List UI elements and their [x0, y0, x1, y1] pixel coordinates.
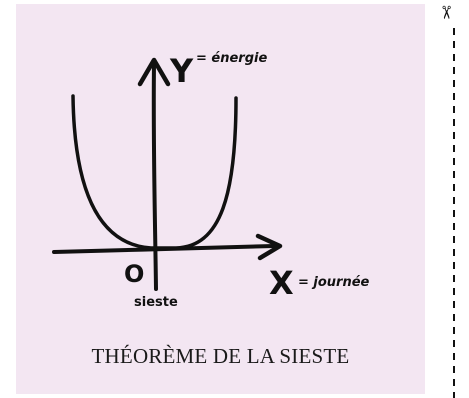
x-axis-label: X: [269, 264, 294, 302]
y-axis: [151, 62, 158, 291]
cut-guide: ✂: [435, 5, 456, 398]
energy-curve: [71, 94, 238, 250]
scissors-icon: ✂: [435, 5, 456, 20]
theorem-caption: THÉORÈME DE LA SIESTE: [91, 344, 350, 368]
y-axis-description: = énergie: [196, 51, 267, 66]
y-axis-label: Y: [169, 52, 194, 90]
theorem-card: Y = énergie X = journée O sieste THÉORÈM…: [16, 4, 425, 394]
y-axis-arrowhead: [137, 57, 171, 87]
x-axis-arrowhead: [255, 233, 283, 261]
origin-label: O: [124, 260, 144, 288]
sieste-label: sieste: [134, 295, 178, 310]
x-axis-description: = journée: [298, 275, 370, 290]
energy-curve-diagram: Y = énergie X = journée O sieste: [52, 51, 370, 310]
